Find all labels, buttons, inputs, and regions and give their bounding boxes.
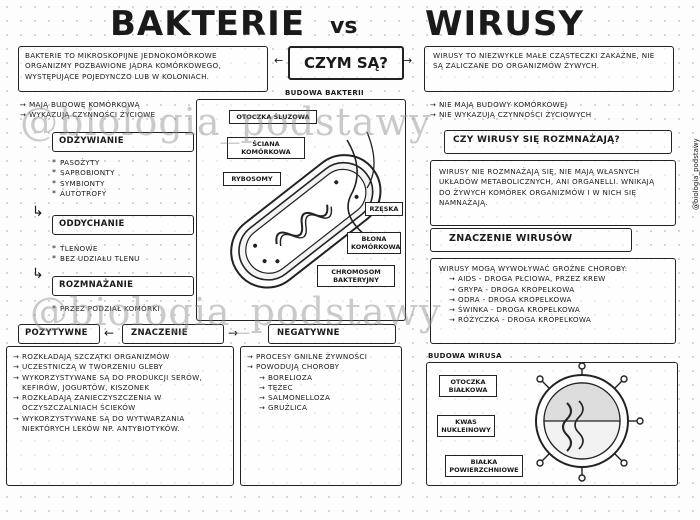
wirusy-feature: NIE MAJĄ BUDOWY KOMÓRKOWEJ xyxy=(430,100,670,111)
oddychanie-item: BEZ UDZIAŁU TLENU xyxy=(52,254,140,265)
wirusy-feature: NIE WYKAZUJĄ CZYNNOŚCI ŻYCIOWYCH xyxy=(430,110,670,121)
virus-disease-item: ŚWINKA - DROGA KROPELKOWA xyxy=(449,305,667,316)
title-vs: vs xyxy=(330,14,358,39)
pozytywne-item: WYKORZYSTYWANE SĄ DO PRODUKCJI SERÓW, KE… xyxy=(13,373,227,394)
bakteria-diagram: OTOCZKA ŚLUZOWA ŚCIANA KOMÓRKOWA RYBOSOM… xyxy=(196,99,406,321)
znaczenie-wirusow-box: WIRUSY MOGĄ WYWOŁYWAĆ GROŹNE CHOROBY: AI… xyxy=(430,258,676,344)
disease-item: GRUŹLICA xyxy=(259,403,395,414)
disease-item: BORELIOZA xyxy=(259,373,395,384)
arrow-right-icon: → xyxy=(228,326,239,340)
znaczenie-wirusow-list: WIRUSY MOGĄ WYWOŁYWAĆ GROŹNE CHOROBY: AI… xyxy=(431,259,675,331)
odzywianie-list: PASOŻYTY SAPROBIONTY SYMBIONTY AUTOTROFY xyxy=(52,158,115,199)
title-wirusy: WIRUSY xyxy=(425,4,585,44)
negatywne-header: NEGATYWNE xyxy=(277,328,340,338)
odzywianie-item: SAPROBIONTY xyxy=(52,168,115,179)
disease-list: BORELIOZA TĘŻEC SALMONELLOZA GRUŹLICA xyxy=(247,373,395,414)
disease-item: TĘŻEC xyxy=(259,383,395,394)
wirusy-intro-text: WIRUSY TO NIEZWYKLE MAŁE CZĄSTECZKI ZAKA… xyxy=(433,51,655,71)
pozytywne-header: POZYTYWNE xyxy=(25,328,88,338)
title-bakterie: BAKTERIE xyxy=(110,4,306,44)
wirusy-answer-box: WIRUSY NIE ROZMNAŻAJĄ SIĘ, NIE MAJĄ WŁAS… xyxy=(430,160,676,226)
label-chromosom-bakteryjny: CHROMOSOM BAKTERYJNY xyxy=(317,265,395,287)
oddychanie-header: ODDYCHANIE xyxy=(59,219,125,229)
negatywne-box: PROCESY GNILNE ŻYWNOŚCI POWODUJĄ CHOROBY… xyxy=(240,346,402,486)
pozytywne-item: ROZKŁADAJĄ SZCZĄTKI ORGANIZMÓW xyxy=(13,352,227,363)
virus-particle-icon xyxy=(535,363,644,482)
virus-disease-item: ODRA - DROGA KROPELKOWA xyxy=(449,295,667,306)
znaczenie-header-box: ZNACZENIE xyxy=(122,324,224,344)
wirus-diagram-title: BUDOWA WIRUSA xyxy=(428,352,502,360)
branch-arrow-icon: ↳ xyxy=(32,266,44,282)
pozytywne-item: UCZESTNICZĄ W TWORZENIU GLEBY xyxy=(13,362,227,373)
bakterie-feature: MAJĄ BUDOWĘ KOMÓRKOWĄ xyxy=(20,100,185,111)
virus-disease-item: AIDS - DROGA PŁCIOWA, PRZEZ KREW xyxy=(449,274,667,285)
wirusy-question-box: CZY WIRUSY SIĘ ROZMNAŻAJĄ? xyxy=(444,130,672,154)
label-rzeska: RZĘSKA xyxy=(365,202,403,216)
znaczenie-wirusow-intro: WIRUSY MOGĄ WYWOŁYWAĆ GROŹNE CHOROBY: xyxy=(439,264,628,273)
label-bialka-powierzchniowe: BIAŁKA POWIERZCHNIOWE xyxy=(445,455,523,477)
odzywianie-item: SYMBIONTY xyxy=(52,179,115,190)
bakterie-intro-text: BAKTERIE TO MIKROSKOPIJNE JEDNOKOMÓRKOWE… xyxy=(25,51,222,81)
arrow-left-icon: ← xyxy=(274,54,284,67)
bakterie-features: MAJĄ BUDOWĘ KOMÓRKOWĄ WYKAZUJĄ CZYNNOŚCI… xyxy=(20,100,185,121)
bacteria-cell-icon xyxy=(230,131,382,289)
negatywne-header-box: NEGATYWNE xyxy=(268,324,396,344)
znaczenie-header: ZNACZENIE xyxy=(131,328,188,338)
oddychanie-list: TLENOWE BEZ UDZIAŁU TLENU xyxy=(52,244,140,265)
znaczenie-wirusow-header-box: ZNACZENIE WIRUSÓW xyxy=(430,228,632,252)
virus-disease-item: GRYPA - DROGA KROPELKOWA xyxy=(449,285,667,296)
wirusy-question: CZY WIRUSY SIĘ ROZMNAŻAJĄ? xyxy=(453,135,620,145)
rozmnazanie-list: PRZEZ PODZIAŁ KOMÓRKI xyxy=(52,304,160,315)
odzywianie-item: AUTOTROFY xyxy=(52,189,115,200)
label-blona-komorkowa: BŁONA KOMÓRKOWA xyxy=(347,232,401,254)
branch-arrow-icon: ↳ xyxy=(32,204,44,220)
odzywianie-item: PASOŻYTY xyxy=(52,158,115,169)
label-sciana-komorkowa: ŚCIANA KOMÓRKOWA xyxy=(227,137,305,159)
negatywne-list: PROCESY GNILNE ŻYWNOŚCI POWODUJĄ CHOROBY… xyxy=(241,347,401,419)
rozmnazanie-header: ROZMNAŻANIE xyxy=(59,280,134,290)
label-kwas-nukleinowy: KWAS NUKLEINOWY xyxy=(437,415,495,437)
oddychanie-item: TLENOWE xyxy=(52,244,140,255)
znaczenie-wirusow-header: ZNACZENIE WIRUSÓW xyxy=(449,233,573,244)
odzywianie-header-box: ODŻYWIANIE xyxy=(52,132,194,152)
negatywne-item: PROCESY GNILNE ŻYWNOŚCI xyxy=(247,352,395,363)
arrow-right-icon: → xyxy=(403,54,413,67)
bakterie-intro-box: BAKTERIE TO MIKROSKOPIJNE JEDNOKOMÓRKOWE… xyxy=(18,46,268,92)
arrow-left-icon: ← xyxy=(104,326,115,340)
bakterie-feature: WYKAZUJĄ CZYNNOŚCI ŻYCIOWE xyxy=(20,110,185,121)
pozytywne-item: ROZKŁADAJĄ ZANIECZYSZCZENIA W OCZYSZCZAL… xyxy=(13,393,227,414)
wirus-diagram: OTOCZKA BIAŁKOWA KWAS NUKLEINOWY BIAŁKA … xyxy=(426,362,678,486)
label-rybosomy: RYBOSOMY xyxy=(223,172,281,186)
rozmnazanie-header-box: ROZMNAŻANIE xyxy=(52,276,194,296)
wirusy-answer: WIRUSY NIE ROZMNAŻAJĄ SIĘ, NIE MAJĄ WŁAS… xyxy=(439,167,655,207)
wirusy-features: NIE MAJĄ BUDOWY KOMÓRKOWEJ NIE WYKAZUJĄ … xyxy=(430,100,670,121)
label-otoczka-sluzowa: OTOCZKA ŚLUZOWA xyxy=(229,110,317,124)
pozytywne-item: WYKORZYSTYWANE SĄ DO WYTWARZANIA NIEKTÓR… xyxy=(13,414,227,435)
center-question: CZYM SĄ? xyxy=(303,54,388,72)
pozytywne-header-box: POZYTYWNE xyxy=(18,324,100,344)
center-question-box: CZYM SĄ? xyxy=(288,46,404,80)
pozytywne-list: ROZKŁADAJĄ SZCZĄTKI ORGANIZMÓW UCZESTNIC… xyxy=(7,347,233,439)
oddychanie-header-box: ODDYCHANIE xyxy=(52,215,194,235)
wirusy-intro-box: WIRUSY TO NIEZWYKLE MAŁE CZĄSTECZKI ZAKA… xyxy=(424,46,674,92)
virus-disease-item: RÓŻYCZKA - DROGA KROPELKOWA xyxy=(449,315,667,326)
odzywianie-header: ODŻYWIANIE xyxy=(59,136,124,146)
disease-item: SALMONELLOZA xyxy=(259,393,395,404)
pozytywne-box: ROZKŁADAJĄ SZCZĄTKI ORGANIZMÓW UCZESTNIC… xyxy=(6,346,234,486)
label-otoczka-bialkowa: OTOCZKA BIAŁKOWA xyxy=(439,375,497,397)
side-signature: @biologia_podstawy xyxy=(692,138,700,210)
rozmnazanie-item: PRZEZ PODZIAŁ KOMÓRKI xyxy=(52,304,160,315)
bakteria-diagram-title: BUDOWA BAKTERII xyxy=(285,89,364,97)
negatywne-item: POWODUJĄ CHOROBY xyxy=(247,362,395,373)
